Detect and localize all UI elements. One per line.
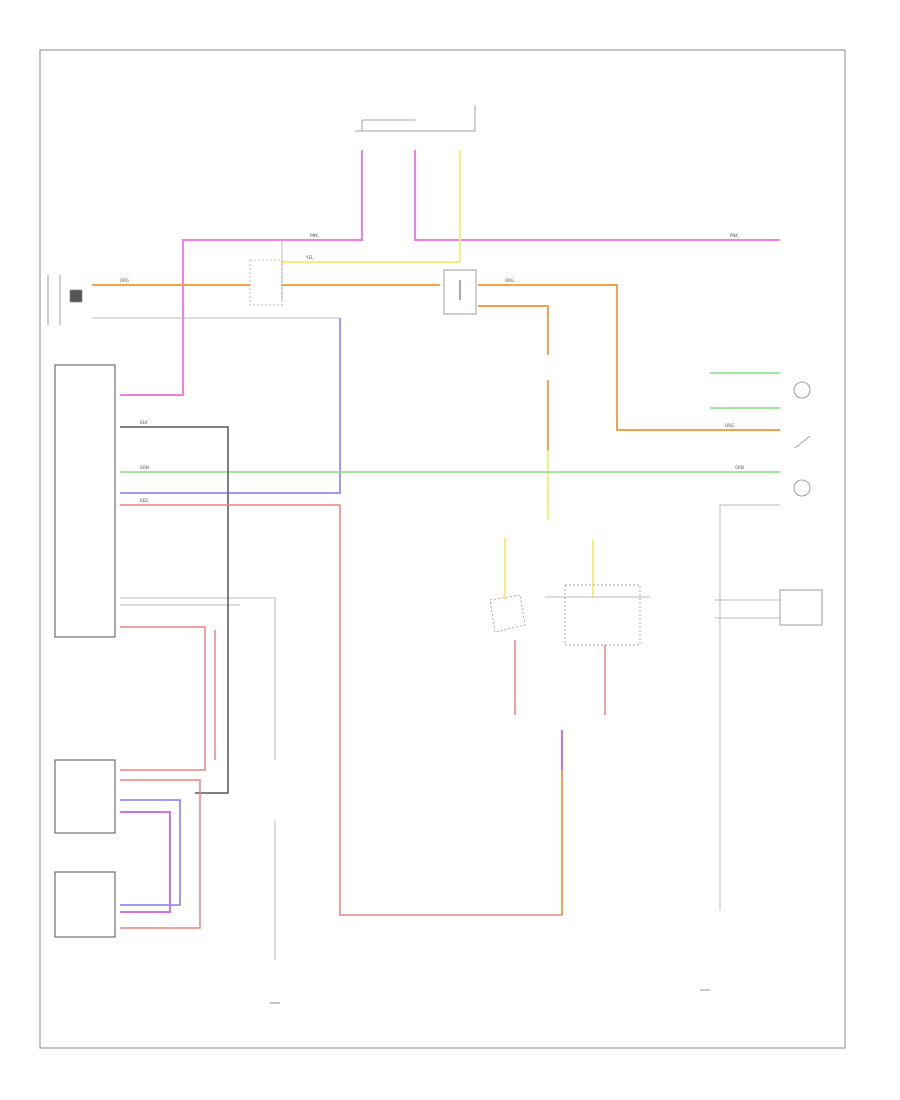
diagram-frame <box>39 49 846 1049</box>
center-switches <box>489 584 641 646</box>
gray-wires <box>92 240 780 960</box>
ground-symbols <box>270 989 710 1004</box>
red-wires <box>120 504 606 929</box>
orange-wires <box>92 284 780 915</box>
control-module <box>54 364 116 638</box>
sensor-module-right <box>54 759 116 834</box>
wire-label-org-2: ORG <box>505 278 514 283</box>
blue-wires <box>120 318 341 906</box>
wire-label-org-1: ORG <box>120 278 129 283</box>
wire-label-grn-1: GRN <box>140 465 149 470</box>
top-connector <box>355 105 476 132</box>
right-components <box>779 381 823 626</box>
wire-label-pnk-2: PNK <box>730 233 738 238</box>
wire-label-grn-2: GRN <box>735 465 744 470</box>
wire-label-blk: BLK <box>140 420 148 425</box>
wire-labels: PNK PNK YEL ORG ORG ORG BLK GRN GRN RED <box>120 233 744 503</box>
wire-label-org-3: ORG <box>725 423 734 428</box>
wire-label-pnk-1: PNK <box>310 233 318 238</box>
wire-label-yel: YEL <box>305 255 314 260</box>
black-wires <box>120 426 229 794</box>
yellow-wires <box>282 150 594 600</box>
purple-wires <box>120 730 563 913</box>
green-wires <box>120 372 780 473</box>
sensor-module-left <box>54 871 116 938</box>
pink-wires <box>120 150 780 396</box>
wire-label-red: RED <box>140 498 148 503</box>
junction-block <box>249 259 283 306</box>
left-component-top <box>47 275 83 325</box>
